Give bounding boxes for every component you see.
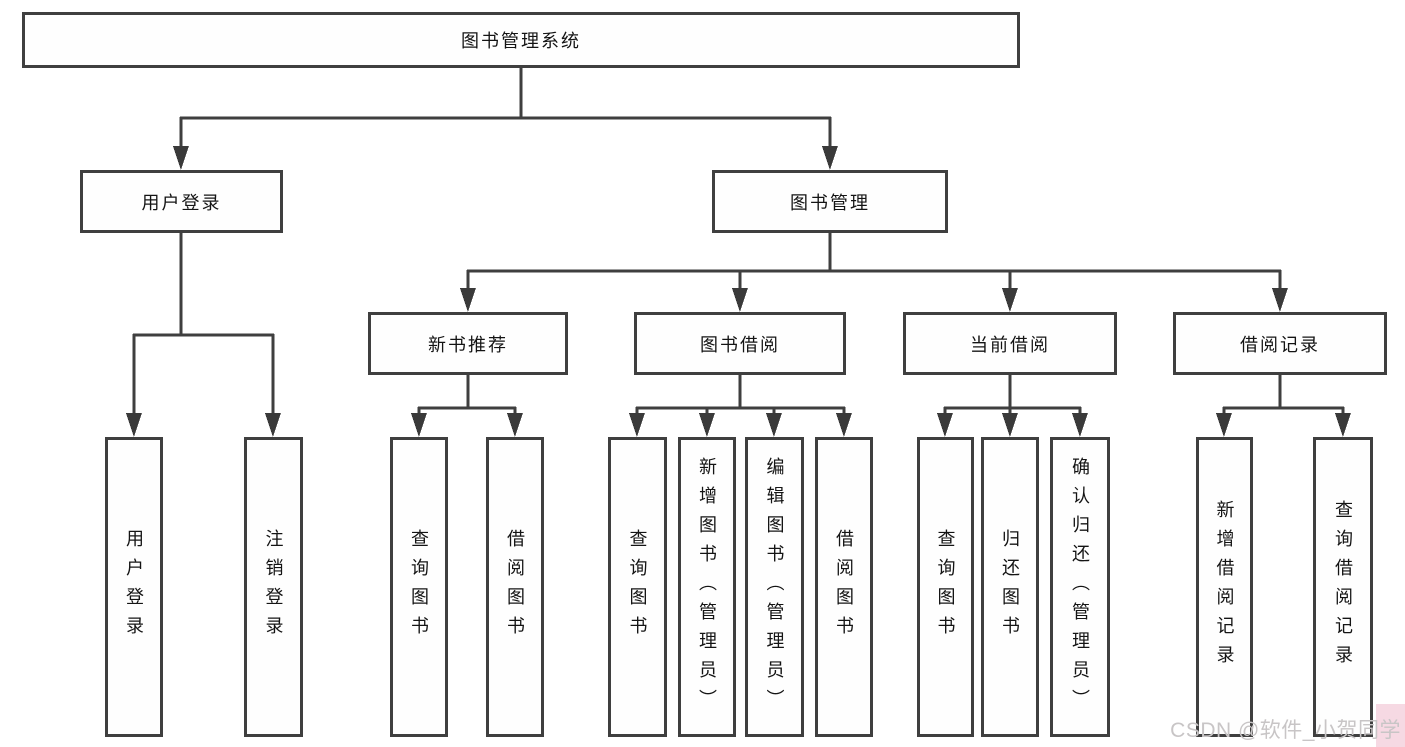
leaf-borrow-books-borrow: 借阅图书 [815, 437, 873, 737]
leaf-add-book-admin: 新增图书（管理员） [678, 437, 736, 737]
leaf-borrow-books-newrec: 借阅图书 [486, 437, 544, 737]
node-user-login: 用户登录 [80, 170, 283, 233]
leaf-user-login: 用户登录 [105, 437, 163, 737]
leaf-query-books-current: 查询图书 [917, 437, 974, 737]
connector-borrow-records-children [1216, 373, 1351, 437]
node-new-book-recommend: 新书推荐 [368, 312, 568, 375]
leaf-edit-book-admin: 编辑图书（管理员） [745, 437, 804, 737]
connector-user-login-children [126, 231, 281, 437]
leaf-return-books: 归还图书 [981, 437, 1039, 737]
node-root: 图书管理系统 [22, 12, 1020, 68]
leaf-query-borrow-record: 查询借阅记录 [1313, 437, 1373, 737]
leaf-query-books-newrec: 查询图书 [390, 437, 448, 737]
node-borrow-records: 借阅记录 [1173, 312, 1387, 375]
connector-book-management-children [460, 231, 1288, 312]
connector-current-borrow-children [937, 373, 1088, 437]
leaf-confirm-return-admin: 确认归还（管理员） [1050, 437, 1110, 737]
node-current-borrow: 当前借阅 [903, 312, 1117, 375]
leaf-query-books-borrow: 查询图书 [608, 437, 667, 737]
leaf-logout: 注销登录 [244, 437, 303, 737]
connector-new-book-children [411, 373, 523, 437]
node-book-borrow: 图书借阅 [634, 312, 846, 375]
leaf-add-borrow-record: 新增借阅记录 [1196, 437, 1253, 737]
connector-book-borrow-children [629, 373, 852, 437]
watermark-text: CSDN @软件_小贺同学 [1170, 719, 1401, 742]
connector-root-to-level2 [173, 66, 838, 170]
node-book-management: 图书管理 [712, 170, 948, 233]
watermark-accent-patch [1376, 704, 1405, 747]
